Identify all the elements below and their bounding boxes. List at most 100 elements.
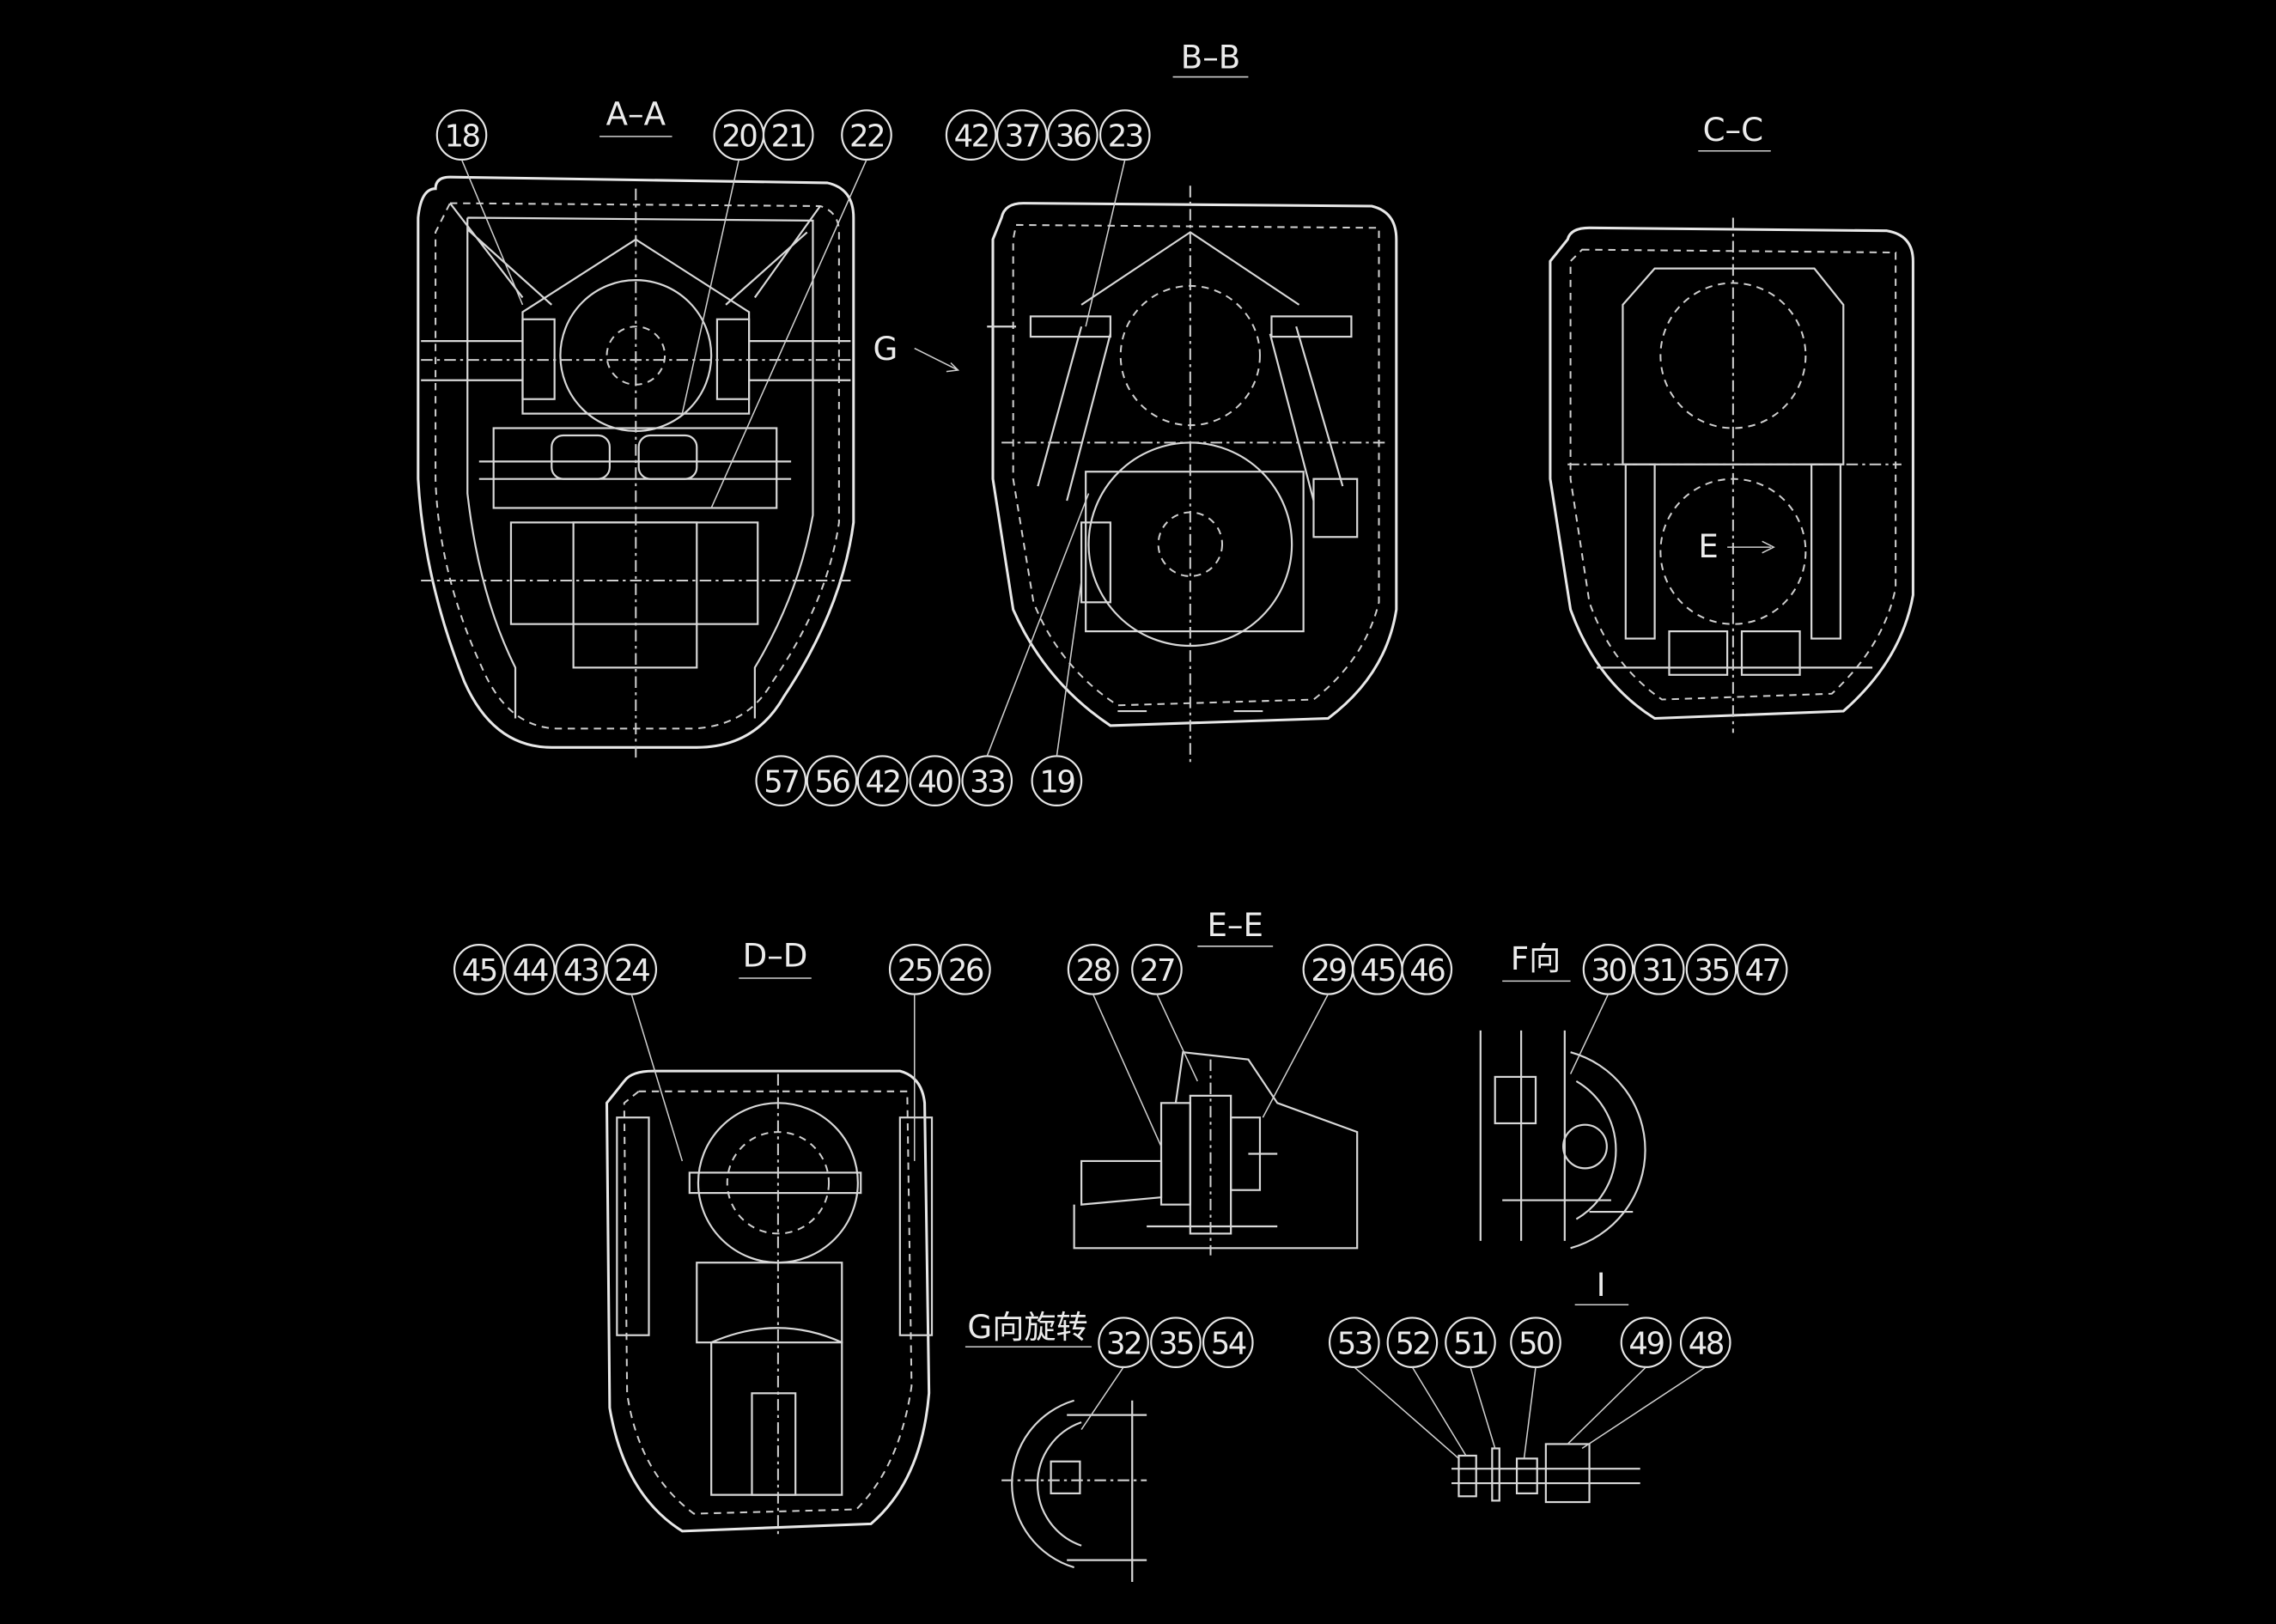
part-balloon: 47 xyxy=(1736,944,1788,995)
balloon-circle xyxy=(555,944,606,995)
balloon-number: 36 xyxy=(1056,119,1091,154)
leader-line xyxy=(681,159,740,414)
balloon-number: 29 xyxy=(1311,953,1346,988)
part-balloon: 44 xyxy=(504,944,556,995)
part-balloon: 20 xyxy=(713,109,765,161)
part-balloon: 35 xyxy=(1150,1317,1202,1368)
detail-view-e-e xyxy=(1073,1050,1359,1256)
part-balloon: 52 xyxy=(1386,1317,1439,1368)
leader-line xyxy=(1569,994,1610,1074)
balloon-circle xyxy=(909,755,961,806)
part-balloon: 53 xyxy=(1328,1317,1380,1368)
balloon-number: 31 xyxy=(1642,953,1677,988)
leader-line xyxy=(986,493,1090,757)
part-balloon: 43 xyxy=(555,944,606,995)
part-balloon: 51 xyxy=(1445,1317,1496,1368)
balloon-circle xyxy=(453,944,505,995)
title-a-a: A–A xyxy=(606,94,666,132)
balloon-circle xyxy=(755,755,807,806)
balloon-number: 35 xyxy=(1694,953,1728,988)
balloon-circle xyxy=(1633,944,1685,995)
part-balloon: 24 xyxy=(606,944,658,995)
title-b-b: B–B xyxy=(1181,38,1241,76)
balloon-number: 45 xyxy=(1360,953,1395,988)
balloon-number: 32 xyxy=(1106,1326,1141,1361)
part-balloon: 46 xyxy=(1401,944,1453,995)
section-view-a-a xyxy=(417,175,855,763)
balloon-number: 37 xyxy=(1005,119,1039,154)
part-balloon: 42 xyxy=(856,755,909,806)
leader-line xyxy=(710,159,867,508)
leader-line xyxy=(1411,1366,1467,1457)
view-titles: A–A B–B C–C D–D E–E F向 G向旋转 I xyxy=(599,38,1771,1347)
leader-line xyxy=(1523,1366,1537,1459)
balloon-circle xyxy=(945,109,997,161)
balloon-number: 18 xyxy=(444,119,479,154)
part-balloon: 40 xyxy=(909,755,961,806)
balloon-circle xyxy=(1202,1317,1254,1368)
detail-view-i xyxy=(1451,1443,1640,1504)
leader-lines xyxy=(460,159,1707,1459)
part-balloon: 25 xyxy=(888,944,940,995)
balloon-number: 27 xyxy=(1140,953,1174,988)
balloon-number: 45 xyxy=(462,953,496,988)
leader-line xyxy=(1080,1366,1124,1430)
title-e-e: E–E xyxy=(1207,906,1263,944)
balloon-circle xyxy=(1685,944,1737,995)
part-balloon: 50 xyxy=(1510,1317,1561,1368)
balloon-number: 44 xyxy=(513,953,548,988)
balloon-circle xyxy=(806,755,858,806)
part-balloon: 29 xyxy=(1302,944,1354,995)
balloon-number: 51 xyxy=(1453,1326,1488,1361)
part-balloon: 54 xyxy=(1202,1317,1254,1368)
balloon-number: 50 xyxy=(1518,1326,1554,1361)
balloon-number: 35 xyxy=(1159,1326,1193,1361)
balloon-circle xyxy=(1047,109,1098,161)
leader-line xyxy=(1092,994,1162,1147)
leader-line xyxy=(1056,580,1082,757)
section-view-d-d xyxy=(605,1069,934,1539)
part-balloon: 48 xyxy=(1679,1317,1731,1368)
leader-line xyxy=(1156,994,1198,1082)
balloon-number: 33 xyxy=(970,764,1004,800)
detail-view-f xyxy=(1479,1030,1646,1250)
balloon-circle xyxy=(762,109,814,161)
title-c-c: C–C xyxy=(1703,111,1763,149)
leader-line xyxy=(1354,1366,1459,1459)
leader-line xyxy=(630,994,684,1162)
part-balloon: 26 xyxy=(940,944,991,995)
balloon-number: 47 xyxy=(1745,953,1780,988)
part-balloon: 36 xyxy=(1047,109,1098,161)
balloon-number: 46 xyxy=(1409,953,1445,988)
balloon-circle xyxy=(1150,1317,1202,1368)
title-f: F向 xyxy=(1511,940,1561,977)
part-balloon: 18 xyxy=(435,109,488,161)
part-balloon: 56 xyxy=(806,755,858,806)
balloon-number: 25 xyxy=(898,953,932,988)
leader-line xyxy=(460,159,524,306)
balloon-circle xyxy=(1736,944,1788,995)
balloon-number: 20 xyxy=(721,119,757,154)
part-balloon: 42 xyxy=(945,109,997,161)
part-balloon: 37 xyxy=(995,109,1048,161)
balloon-number: 26 xyxy=(948,953,983,988)
balloon-circle xyxy=(504,944,556,995)
part-balloon: 27 xyxy=(1131,944,1183,995)
part-balloon: 49 xyxy=(1620,1317,1672,1368)
balloon-number: 42 xyxy=(954,119,989,154)
section-view-b-b: G xyxy=(873,186,1398,763)
part-balloon: 45 xyxy=(1352,944,1403,995)
balloon-number: 53 xyxy=(1337,1326,1372,1361)
title-d-d: D–D xyxy=(743,936,808,974)
part-balloon: 19 xyxy=(1031,755,1083,806)
part-balloon: 22 xyxy=(841,109,892,161)
balloon-circle xyxy=(995,109,1048,161)
view-arrow-label-g: G xyxy=(873,330,898,368)
balloon-number: 54 xyxy=(1211,1326,1246,1361)
part-balloon: 33 xyxy=(961,755,1013,806)
balloon-number: 24 xyxy=(614,953,649,988)
balloon-circle xyxy=(856,755,909,806)
leader-line xyxy=(1567,1366,1646,1445)
